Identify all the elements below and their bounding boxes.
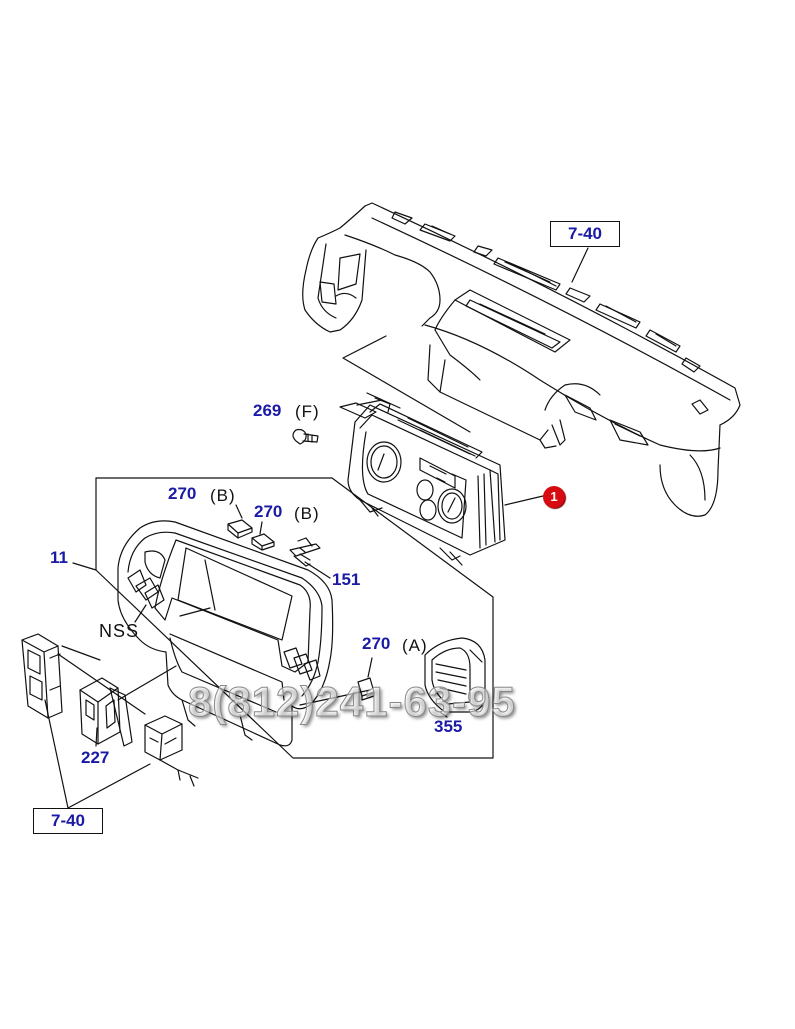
part-number-151[interactable]: 151 — [332, 570, 361, 589]
bracket-projection-line — [57, 653, 146, 715]
leader-7-40-bottom-b — [67, 763, 151, 809]
leader-7-40-bottom-a — [44, 699, 69, 809]
bracket-projection-line-2 — [61, 645, 101, 661]
clip-270-b1-drawing — [227, 519, 253, 539]
leader-355 — [439, 711, 448, 718]
part-number-270-a[interactable]: 270 — [362, 634, 391, 653]
variant-270-b1: (B) — [210, 486, 236, 505]
callout-1-badge[interactable]: 1 — [543, 486, 565, 508]
clip-270-a-drawing — [357, 677, 375, 701]
clip-270-b2-drawing — [251, 533, 275, 551]
callout-1-leader — [504, 495, 544, 506]
leader-270-b2 — [259, 521, 263, 535]
switch-227-drawing — [79, 677, 133, 747]
vent-355-drawing — [424, 637, 486, 713]
variant-270-b2: (B) — [294, 504, 320, 523]
part-number-227[interactable]: 227 — [81, 748, 110, 767]
leader-270-a — [367, 657, 373, 678]
ref-7-40-bottom[interactable]: 7-40 — [33, 808, 103, 834]
phone-watermark: 8(812)241-63-95 — [188, 678, 516, 725]
part-number-269[interactable]: 269 — [253, 401, 282, 420]
part-number-270-b1[interactable]: 270 — [168, 484, 197, 503]
part-number-11[interactable]: 11 — [50, 548, 68, 567]
variant-269-f: (F) — [295, 402, 320, 421]
part-number-355[interactable]: 355 — [434, 717, 463, 736]
leader-151 — [304, 561, 331, 579]
leader-11 — [72, 562, 97, 571]
part-151-drawing — [289, 537, 321, 567]
leader-nss — [134, 604, 147, 623]
nss-note: NSS — [99, 621, 140, 641]
bezel-drawing — [117, 520, 334, 747]
dash-projection-line-2 — [366, 392, 401, 409]
leader-227 — [95, 727, 98, 747]
dashboard-panel-drawing — [302, 202, 741, 517]
ref-7-40-top[interactable]: 7-40 — [550, 221, 620, 247]
bezel-projection-line — [299, 689, 371, 706]
connector-block-drawing — [144, 715, 199, 787]
switch-bracket-drawing — [21, 633, 63, 719]
leader-270-b1 — [235, 504, 243, 519]
part-number-270-b2[interactable]: 270 — [254, 502, 283, 521]
screw-269-drawing — [292, 428, 319, 445]
leader-7-40-top — [571, 247, 589, 283]
switch-227-projection — [117, 665, 177, 701]
dash-projection-line — [342, 335, 471, 433]
instrument-cluster-drawing — [339, 397, 506, 566]
variant-270-a: (A) — [402, 636, 428, 655]
